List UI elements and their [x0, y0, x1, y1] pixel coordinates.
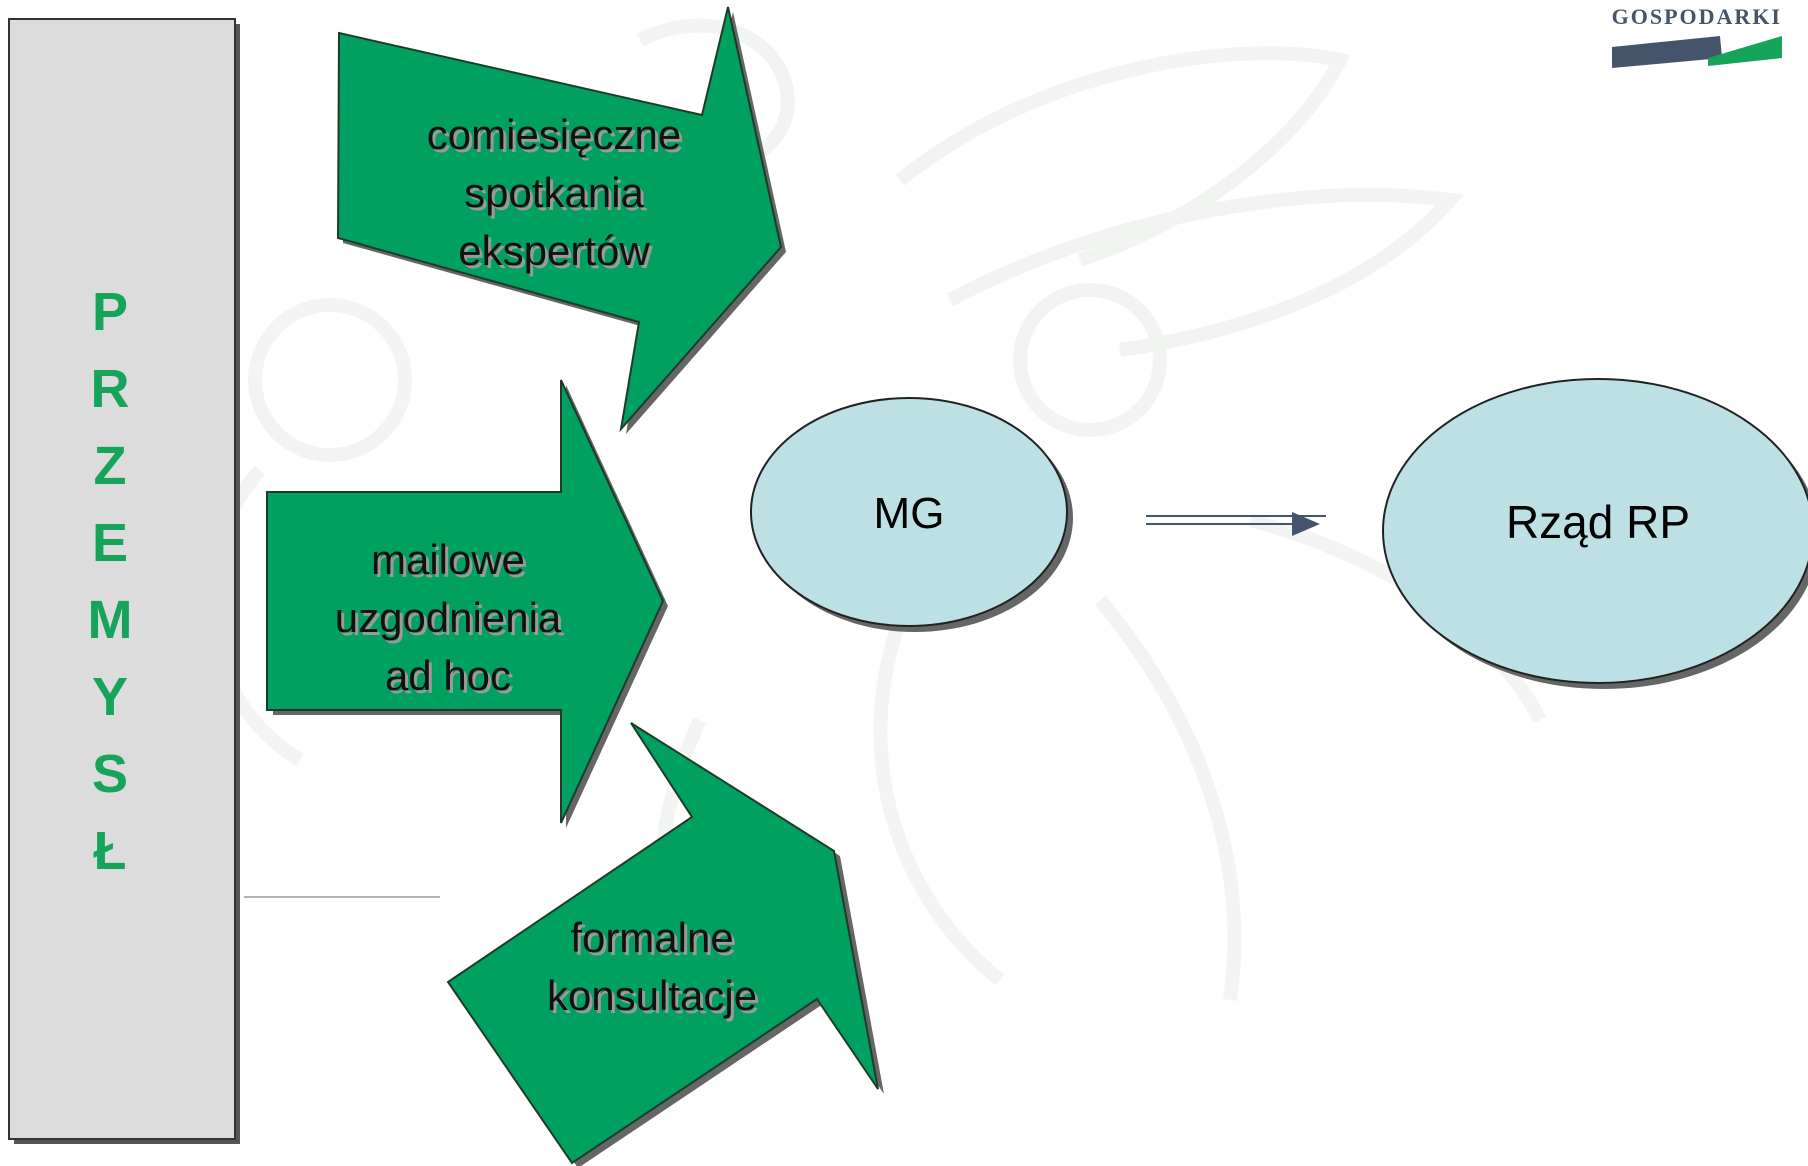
arrow-top-line: spotkania	[464, 169, 644, 216]
arrow-bottom-line-shadow: formalne	[573, 917, 736, 964]
logo: GOSPODARKI	[1612, 4, 1782, 68]
arrow-bottom-line: formalne	[570, 914, 733, 961]
sidebar-letter: P	[92, 282, 128, 342]
sidebar-letter: S	[92, 744, 128, 804]
sidebar-letter: Y	[92, 667, 128, 727]
arrow-middle-line: ad hoc	[385, 652, 511, 699]
arrow-top: comiesięcznecomiesięcznespotkaniaspotkan…	[336, 6, 786, 434]
arrow-middle-line-shadow: uzgodnienia	[338, 597, 565, 644]
sidebar-letter: M	[88, 590, 133, 650]
sidebar-letter: Z	[94, 436, 127, 496]
sidebar-letter: R	[91, 359, 130, 419]
arrow-middle-line-shadow: mailowe	[374, 539, 528, 586]
arrow-middle-line-shadow: ad hoc	[388, 655, 514, 702]
arrow-middle-line: mailowe	[371, 536, 525, 583]
node-mg: MG	[750, 397, 1073, 632]
sidebar-letter: Ł	[94, 821, 127, 881]
connector-mg-to-rzad	[1146, 512, 1326, 536]
arrow-top-line-shadow: ekspertów	[461, 230, 653, 277]
arrow-bottom-line: konsultacje	[547, 972, 757, 1019]
sidebar-box	[8, 18, 236, 1140]
arrow-bottom-line-shadow: konsultacje	[550, 975, 760, 1022]
sidebar-letter: E	[92, 513, 128, 573]
logo-bar-dark	[1612, 36, 1722, 68]
arrow-top-line-shadow: spotkania	[467, 172, 647, 219]
logo-bar-green	[1708, 36, 1782, 66]
node-mg-label: MG	[874, 489, 945, 538]
node-rzad-label: Rząd RP	[1506, 496, 1690, 548]
node-rzad: Rząd RP	[1382, 378, 1808, 689]
logo-text: GOSPODARKI	[1612, 4, 1782, 29]
arrow-top-line: ekspertów	[458, 227, 650, 274]
arrow-top-line-shadow: comiesięczne	[430, 114, 684, 161]
arrow-middle-line: uzgodnienia	[335, 594, 562, 641]
arrow-top-line: comiesięczne	[427, 111, 681, 158]
